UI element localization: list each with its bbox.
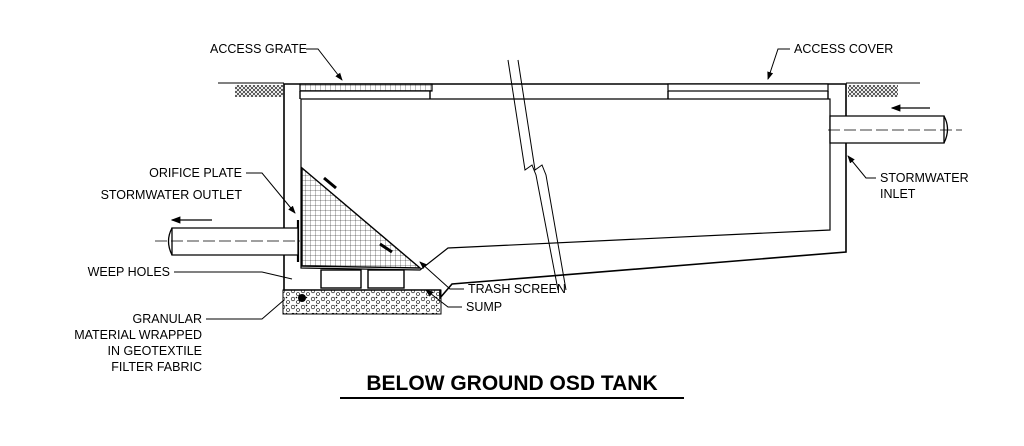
- label-granular-3: IN GEOTEXTILE: [108, 344, 202, 358]
- label-stormwater-outlet: STORMWATER OUTLET: [101, 188, 243, 202]
- leader-lines: [174, 48, 876, 320]
- break-lines: [507, 59, 567, 291]
- access-cover: [667, 83, 829, 99]
- label-granular-2: MATERIAL WRAPPED: [74, 328, 202, 342]
- label-trash-screen: TRASH SCREEN: [468, 282, 566, 296]
- label-stormwater-inlet-2: INLET: [880, 187, 916, 201]
- soil-hatch: [235, 85, 898, 97]
- label-sump: SUMP: [466, 300, 502, 314]
- label-stormwater-inlet-1: STORMWATER: [880, 171, 969, 185]
- weep-holes: [320, 269, 405, 289]
- outlet-pipe: [155, 227, 300, 256]
- label-granular-1: GRANULAR: [133, 312, 202, 326]
- access-grate: [299, 83, 433, 99]
- label-access-cover: ACCESS COVER: [794, 42, 893, 56]
- label-orifice-plate: ORIFICE PLATE: [149, 166, 242, 180]
- diagram-title: BELOW GROUND OSD TANK: [366, 372, 657, 395]
- inlet-pipe: [828, 115, 962, 144]
- label-granular-4: FILTER FABRIC: [111, 360, 202, 374]
- granular-material: [282, 289, 442, 315]
- label-access-grate: ACCESS GRATE: [210, 42, 307, 56]
- trash-screen: [301, 166, 422, 269]
- label-weep-holes: WEEP HOLES: [88, 265, 170, 279]
